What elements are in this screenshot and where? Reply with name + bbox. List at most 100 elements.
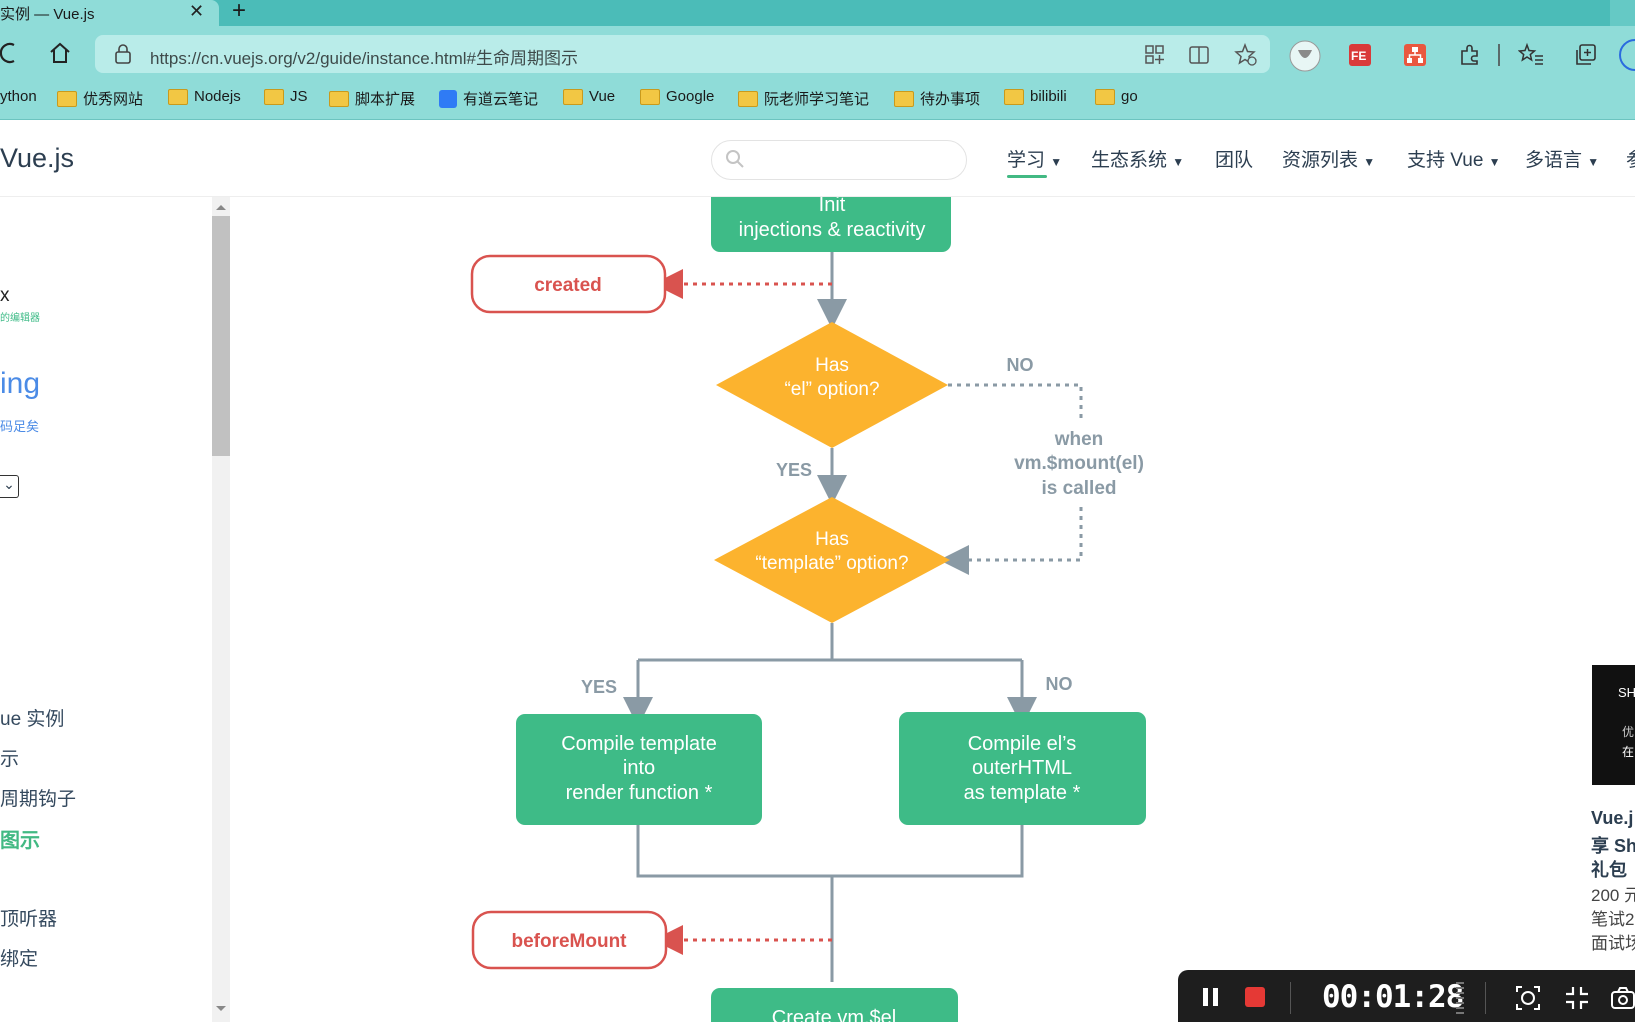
created-hook: created [470,254,667,314]
folder-icon [329,90,349,107]
beforemount-hook: beforeMount [471,910,668,970]
bookmark-folder[interactable]: 阮老师学习笔记 [738,88,869,109]
create-el-node: Create vm.$el [711,988,958,1022]
svg-text:when: when [1054,429,1104,450]
folder-icon [563,88,583,105]
no-label-2: NO [1046,674,1073,694]
tab-strip [0,0,1635,26]
sidebar-item-watchers[interactable]: 顶听器 [0,909,58,930]
search-input[interactable] [711,140,967,180]
bookmark-folder[interactable]: Google [640,88,714,105]
tab-close-icon[interactable]: ✕ [189,1,205,21]
sidebar-item-instance[interactable]: ue 实例 [0,709,65,730]
nav-resources[interactable]: 资源列表 ▼ [1282,150,1376,171]
home-icon[interactable] [48,41,72,65]
ad-line: 200 元 [1591,886,1635,905]
sidebar-item-binding[interactable]: 绑定 [0,949,39,970]
collections-icon[interactable] [1574,43,1598,67]
stop-record-icon[interactable] [1244,986,1266,1008]
favorites-icon[interactable] [1518,42,1544,66]
no-label: NO [1007,355,1034,375]
sidebar-scrollbar-thumb[interactable] [212,216,230,456]
bookmark-folder[interactable]: bilibili [1004,88,1067,105]
sidebar-item-data[interactable]: 示 [0,749,20,770]
mount-called-note: when vm.$mount(el) is called [1014,429,1144,499]
scroll-down-icon[interactable] [214,1004,228,1014]
has-template-line-2: “template” option? [755,553,908,574]
screenshot-target-icon[interactable] [1515,985,1541,1011]
browser-tab[interactable] [0,0,219,26]
youdao-note-icon [439,89,457,108]
bookmark-folder[interactable]: 优秀网站 [57,88,143,109]
favorite-add-icon[interactable] [1234,43,1258,67]
nav-ecosystem[interactable]: 生态系统 ▼ [1091,150,1185,171]
caret-down-icon: ▼ [1363,155,1376,169]
sitemap-extension-icon[interactable] [1403,43,1427,67]
url-text[interactable]: https://cn.vuejs.org/v2/guide/instance.h… [150,49,579,68]
recorder-drag-handle[interactable] [1456,982,1464,1016]
camera-icon[interactable] [1610,986,1635,1010]
has-el-decision: Has “el” option? [716,322,948,448]
address-bar[interactable] [95,35,1270,73]
folder-icon [1004,88,1024,105]
nav-team[interactable]: 团队 [1215,150,1254,171]
extensions-puzzle-icon[interactable] [1458,43,1482,67]
folder-icon [168,88,188,105]
collapse-icon[interactable] [1564,985,1590,1011]
site-header [0,120,1635,197]
init-line-2: injections & reactivity [739,219,926,241]
new-tab-icon[interactable]: + [232,0,247,24]
yes-label: YES [776,460,812,480]
reload-icon[interactable] [0,40,20,66]
ad-image[interactable]: SH 优 在 [1592,665,1635,785]
bookmark-folder[interactable]: JS [264,88,308,105]
sidebar-ad2-title[interactable]: ing [0,367,41,400]
sidebar-ad2-subtitle: 码足矣 [0,419,40,434]
nav-languages[interactable]: 多语言 ▼ [1525,150,1600,171]
bookmark-youdao[interactable]: 有道云笔记 [439,88,538,109]
ad-line: 面试场 [1591,934,1635,953]
nav-learn[interactable]: 学习 ▼ [1007,150,1063,171]
bookmark-folder[interactable]: Nodejs [168,88,241,105]
scroll-up-icon[interactable] [214,202,228,212]
svg-text:render function *: render function * [566,782,713,804]
bookmark-folder[interactable]: 待办事项 [894,88,980,109]
nav-support[interactable]: 支持 Vue ▼ [1407,150,1501,171]
has-el-line-1: Has [815,355,849,376]
bookmark-folder[interactable]: Vue [563,88,615,105]
bookmark-folder[interactable]: 脚本扩展 [329,88,415,109]
window-control[interactable] [1610,0,1635,26]
bookmark-python[interactable]: ython [0,88,37,105]
lock-icon[interactable] [114,44,132,64]
sidebar-ad-title[interactable]: x [0,285,10,306]
tab-title: 实例 — Vue.js [0,6,95,23]
compile-el-node: Compile el’s outerHTML as template * [899,712,1146,825]
diagram-connectors [636,252,1024,982]
ad-line: 笔试2 [1591,910,1635,929]
nav-more[interactable]: 参 [1626,145,1635,172]
bookmark-folder[interactable]: go [1095,88,1138,105]
folder-icon [57,90,77,107]
svg-text:Compile el’s: Compile el’s [968,733,1077,755]
init-node: Init injections & reactivity [711,197,951,252]
sidebar-item-lifecycle-diagram[interactable]: 图示 [0,830,40,852]
fe-extension-icon[interactable]: FE [1348,43,1372,67]
lifecycle-diagram: Init injections & reactivity created Has… [470,197,1146,1022]
svg-text:outerHTML: outerHTML [972,757,1072,779]
recorder-divider [1485,982,1486,1014]
svg-text:Compile template: Compile template [561,733,717,755]
profile-icon[interactable] [1618,38,1635,72]
svg-text:as template *: as template * [964,782,1081,804]
sidebar-item-lifecycle-hooks[interactable]: 周期钩子 [0,789,77,810]
pause-icon[interactable] [1199,985,1223,1009]
extension-avatar-icon[interactable] [1289,40,1321,72]
yes-label-2: YES [581,677,617,697]
reader-icon[interactable] [1188,44,1212,66]
site-logo[interactable]: Vue.js [0,143,75,173]
svg-text:into: into [623,757,655,779]
folder-icon [1095,88,1115,105]
init-line-1: Init [819,197,846,216]
version-select[interactable]: ⌄ [0,475,19,498]
nav-active-indicator [1007,175,1047,178]
apps-icon[interactable] [1144,44,1166,66]
